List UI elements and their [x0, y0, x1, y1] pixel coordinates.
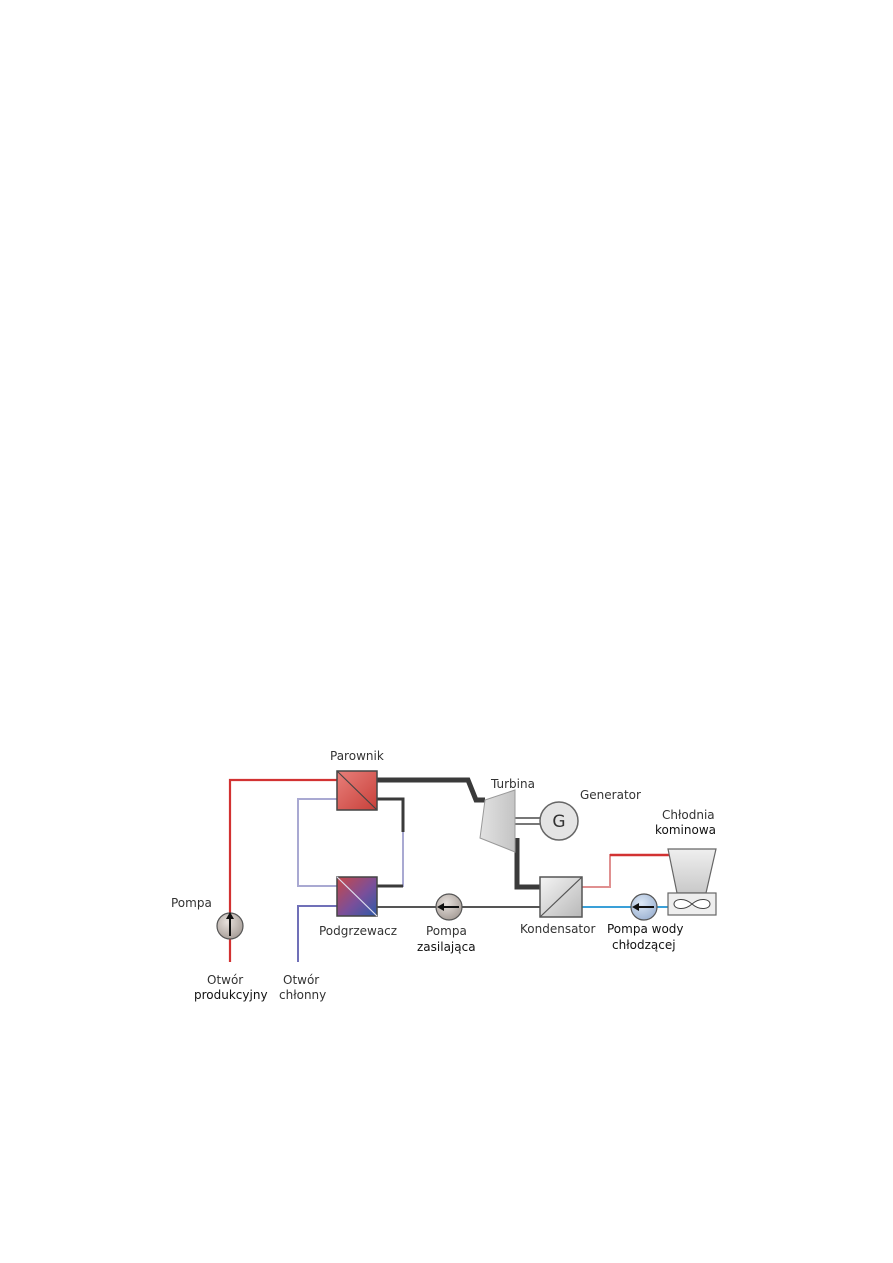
cooling-return-pipe — [582, 854, 668, 888]
cooling-tower — [667, 848, 717, 916]
label-pompa-zasilajaca-line1: Pompa — [426, 924, 467, 938]
label-generator: Generator — [580, 788, 641, 802]
label-pompa-wody-line1: Pompa wody — [607, 922, 684, 936]
working-fluid-loop-pipe — [377, 798, 404, 887]
production-well-pipe — [228, 778, 337, 962]
label-podgrzewacz: Podgrzewacz — [319, 924, 397, 938]
turbine-shaft — [515, 817, 540, 825]
cooling-water-pump — [630, 893, 658, 921]
label-pompa-wody-line2: chłodzącej — [612, 938, 676, 952]
label-otwor-produkcyjny-line1: Otwór — [207, 973, 243, 987]
production-pump — [216, 912, 244, 940]
evaporator-heat-exchanger — [336, 770, 378, 811]
evaporator-preheater-geo-pipe — [297, 798, 337, 887]
evaporator-outlet-pipe — [377, 797, 405, 832]
label-otwor-chlonny-line1: Otwór — [283, 973, 319, 987]
label-otwor-chlonny-line2: chłonny — [279, 988, 326, 1002]
preheater-heat-exchanger — [336, 876, 378, 917]
label-pompa-zasilajaca-line2: zasilająca — [417, 940, 476, 954]
turbine — [479, 789, 516, 853]
label-chlodnia-line1: Chłodnia — [662, 808, 715, 822]
reinjection-well-pipe — [297, 905, 337, 962]
fan-icon — [673, 899, 711, 909]
label-otwor-produkcyjny-line2: produkcyjny — [194, 988, 268, 1002]
generator-symbol: G — [552, 812, 565, 832]
condenser-heat-exchanger — [539, 876, 583, 918]
label-turbina: Turbina — [490, 777, 535, 791]
label-kondensator: Kondensator — [520, 922, 595, 936]
vapor-pipe-to-turbine — [377, 777, 485, 803]
turbine-exhaust-pipe — [514, 838, 540, 890]
label-parownik: Parownik — [330, 749, 384, 763]
label-chlodnia-line2: kominowa — [655, 823, 716, 837]
feed-pump — [435, 893, 463, 921]
generator: G — [539, 801, 579, 841]
label-pompa: Pompa — [171, 896, 212, 910]
